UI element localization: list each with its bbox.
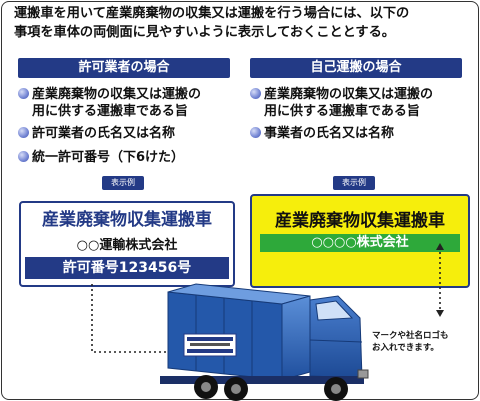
sign1-company: ○○運輸株式会社 bbox=[76, 238, 178, 253]
self-sign-example: 産業廃棄物収集運搬車 ○○○○株式会社 bbox=[250, 194, 470, 288]
permit-sign-example: 産業廃棄物収集運搬車 ○○運輸株式会社 許可番号123456号 bbox=[19, 201, 235, 287]
logo-note: マークや社名ロゴも お入れできます。 bbox=[372, 330, 476, 354]
example-tag-right: 表示例 bbox=[333, 176, 375, 190]
intro-text: 運搬車を用いて産業廃棄物の収集又は運搬を行う場合には、以下の 事項を車体の両側面… bbox=[14, 4, 470, 42]
connector-arrows bbox=[91, 252, 441, 353]
bullet-dot-icon bbox=[18, 151, 29, 162]
bullet-dot-icon bbox=[250, 88, 261, 99]
note-line-2: お入れできます。 bbox=[372, 343, 439, 353]
arrow-head-right-bottom bbox=[436, 310, 444, 317]
permit-header: 許可業者の場合 bbox=[18, 58, 230, 78]
permit-item-1: 産業廃棄物の収集又は運搬の bbox=[32, 87, 202, 102]
intro-line-2: 事項を車体の両側面に見やすいように表示しておくこととする。 bbox=[14, 25, 395, 40]
truck-wheels bbox=[194, 375, 348, 401]
permit-item-2: 許可業者の氏名又は名称 bbox=[32, 126, 176, 141]
self-item-1: 産業廃棄物の収集又は運搬の bbox=[264, 87, 434, 102]
permit-bullet-2: 許可業者の氏名又は名称 bbox=[18, 125, 243, 142]
permit-bullet-1: 産業廃棄物の収集又は運搬の 用に供する運搬車である旨 bbox=[18, 86, 243, 120]
bullet-dot-icon bbox=[250, 127, 261, 138]
sign2-company: ○○○○株式会社 bbox=[260, 234, 460, 252]
permit-item-1b: 用に供する運搬車である旨 bbox=[32, 104, 188, 119]
sign2-title: 産業廃棄物収集運搬車 bbox=[275, 211, 445, 231]
self-bullet-1: 産業廃棄物の収集又は運搬の 用に供する運搬車である旨 bbox=[250, 86, 475, 120]
bullet-dot-icon bbox=[18, 88, 29, 99]
sign1-title: 産業廃棄物収集運搬車 bbox=[42, 210, 212, 230]
truck-body bbox=[167, 283, 311, 381]
self-item-2: 事業者の氏名又は名称 bbox=[264, 126, 395, 141]
self-bullet-2: 事業者の氏名又は名称 bbox=[250, 125, 475, 142]
truck-cab bbox=[309, 295, 363, 379]
arrow-head-right bbox=[436, 243, 444, 250]
example-tag-left: 表示例 bbox=[102, 176, 144, 190]
self-header: 自己運搬の場合 bbox=[250, 58, 462, 78]
permit-bullet-3: 統一許可番号（下6けた） bbox=[18, 149, 243, 166]
note-line-1: マークや社名ロゴも bbox=[372, 331, 449, 341]
permit-item-3: 統一許可番号（下6けた） bbox=[32, 150, 185, 165]
intro-line-1: 運搬車を用いて産業廃棄物の収集又は運搬を行う場合には、以下の bbox=[14, 6, 410, 21]
sign1-permit-number: 許可番号123456号 bbox=[25, 257, 229, 279]
bullet-dot-icon bbox=[18, 127, 29, 138]
self-item-1b: 用に供する運搬車である旨 bbox=[264, 104, 420, 119]
